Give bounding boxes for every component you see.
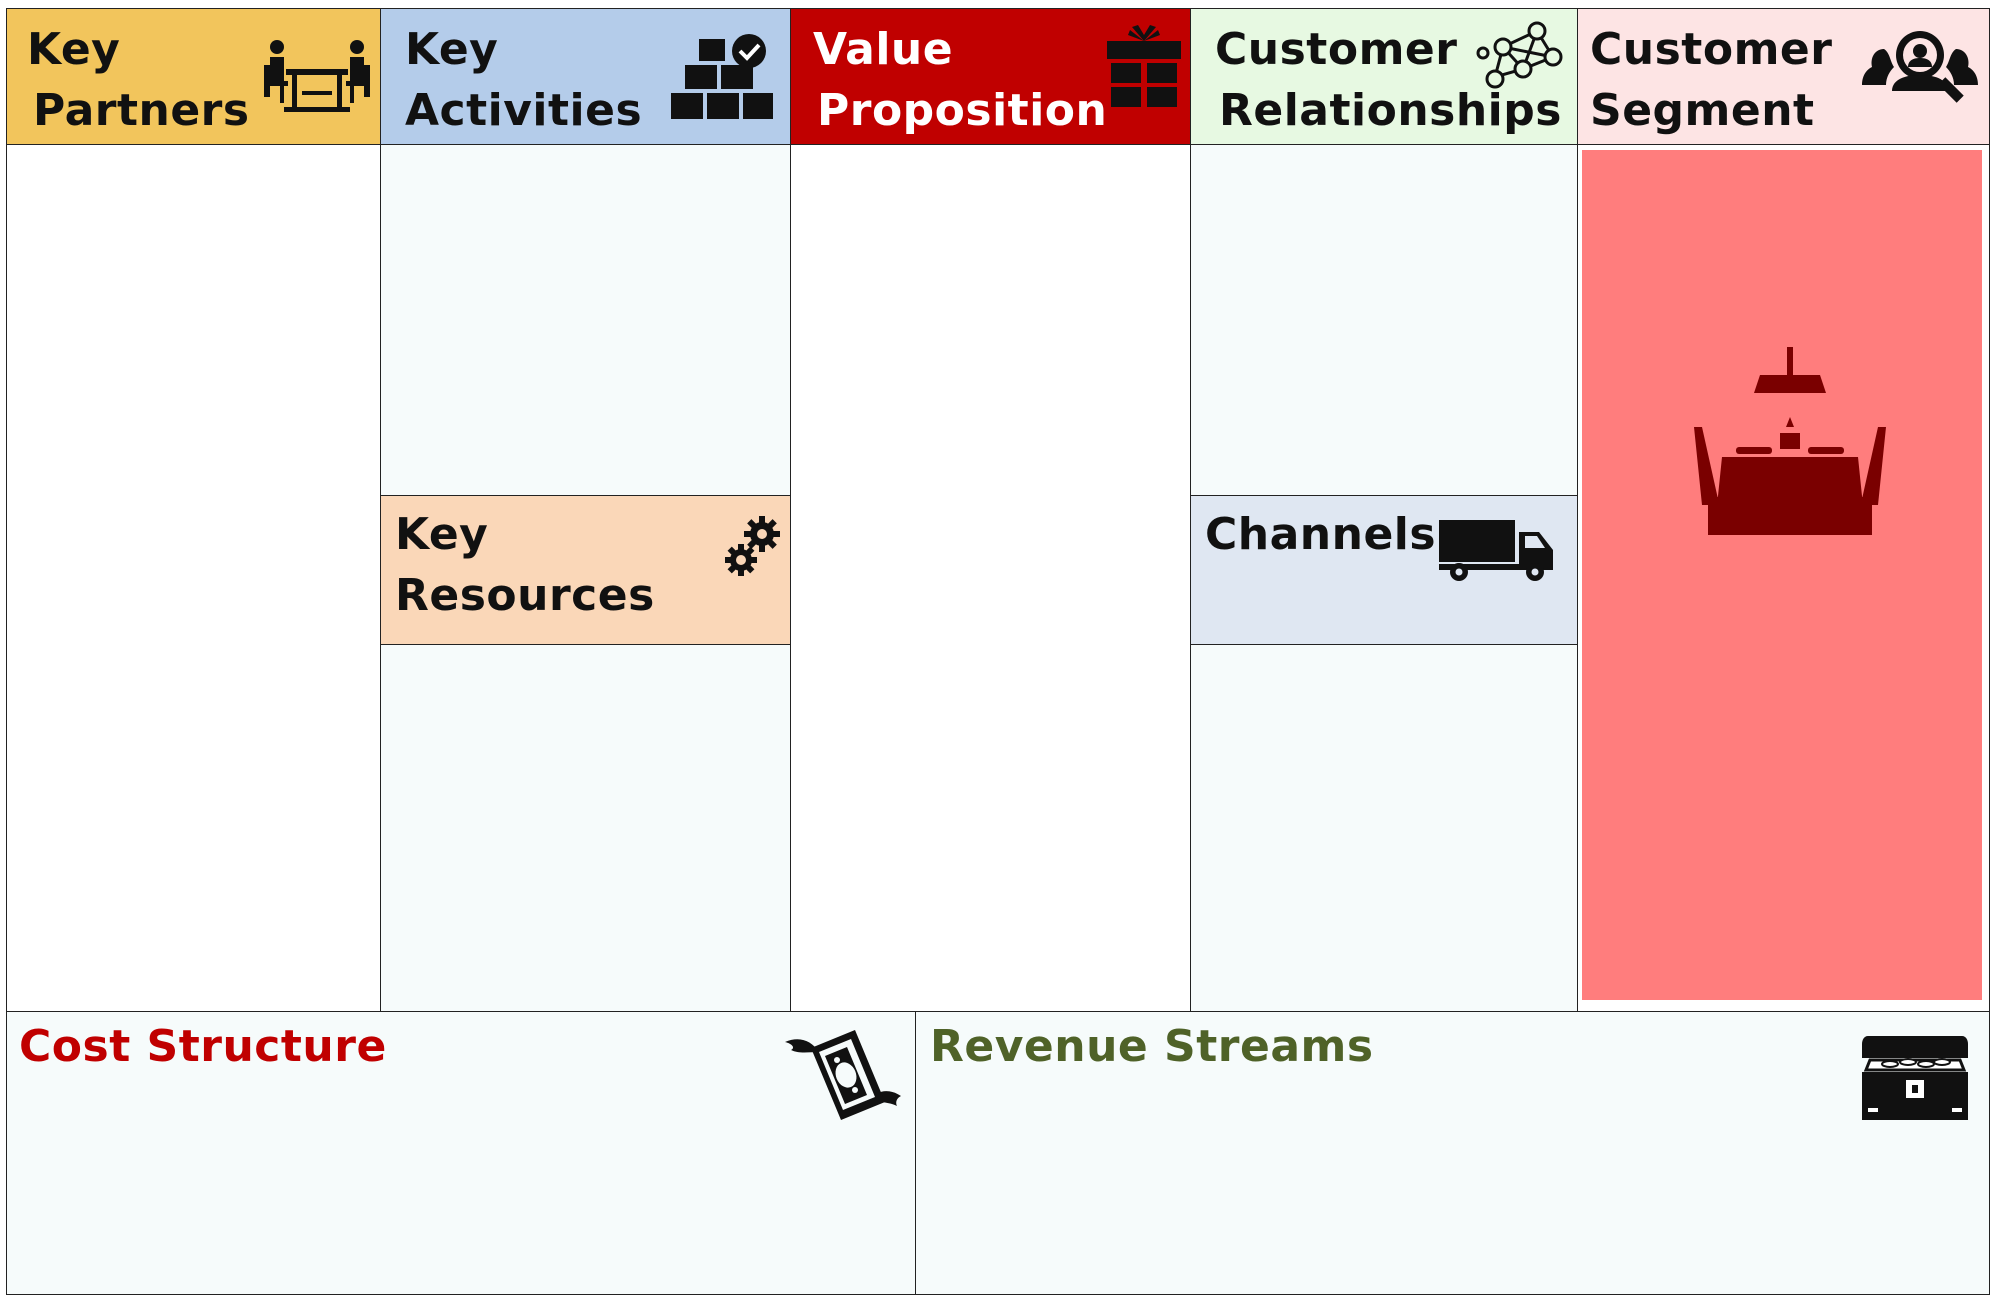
value-proposition-header: Value Proposition bbox=[790, 8, 1191, 145]
key-resources-header: Key Resources bbox=[380, 495, 791, 645]
key-resources-body bbox=[380, 644, 791, 1012]
channels-body bbox=[1190, 644, 1578, 1012]
key-resources-title: Key Resources bbox=[395, 509, 655, 621]
cost-structure-box: Cost Structure bbox=[6, 1011, 916, 1295]
key-partners-header: Key Partners bbox=[6, 8, 381, 145]
network-icon bbox=[1475, 17, 1565, 97]
channels-title: Channels bbox=[1205, 509, 1437, 560]
customer-segment-header: Customer Segment bbox=[1577, 8, 1990, 145]
dining-table-icon bbox=[1692, 345, 1888, 537]
key-partners-body bbox=[6, 144, 381, 1012]
key-activities-body bbox=[380, 144, 791, 496]
value-proposition-title: Value Proposition bbox=[813, 24, 1108, 136]
gears-icon bbox=[724, 514, 784, 580]
key-partners-title: Key Partners bbox=[27, 24, 250, 136]
cost-structure-title: Cost Structure bbox=[19, 1021, 387, 1072]
boxes-check-icon bbox=[669, 31, 775, 123]
key-activities-header: Key Activities bbox=[380, 8, 791, 145]
customer-segment-title: Customer Segment bbox=[1590, 24, 1833, 136]
customer-segment-panel bbox=[1582, 150, 1982, 1000]
value-proposition-body bbox=[790, 144, 1191, 1012]
customer-relationships-header: Customer Relationships bbox=[1190, 8, 1578, 145]
key-activities-title: Key Activities bbox=[405, 24, 643, 136]
customer-search-icon bbox=[1862, 27, 1978, 107]
customer-relationships-body bbox=[1190, 144, 1578, 496]
meeting-table-icon bbox=[262, 37, 372, 117]
gift-icon bbox=[1105, 21, 1183, 109]
truck-icon bbox=[1437, 518, 1557, 582]
revenue-streams-title: Revenue Streams bbox=[930, 1021, 1374, 1072]
customer-segment-body bbox=[1577, 144, 1990, 1012]
treasure-chest-icon bbox=[1860, 1030, 1970, 1122]
channels-header: Channels bbox=[1190, 495, 1578, 645]
customer-relationships-title: Customer Relationships bbox=[1215, 24, 1562, 136]
revenue-streams-box: Revenue Streams bbox=[915, 1011, 1990, 1295]
flying-money-icon bbox=[781, 1026, 905, 1126]
